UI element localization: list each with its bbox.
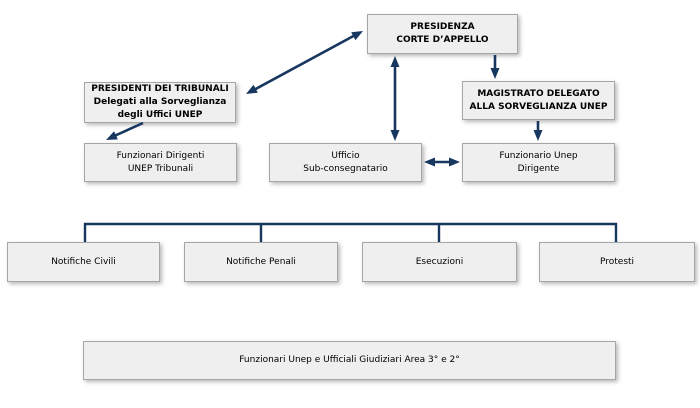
node-label: Funzionari Unep e Ufficiali Giudiziari A…	[239, 355, 460, 365]
node-funzionario-unep-dirigente: Funzionario Unep Dirigente	[462, 143, 615, 182]
node-label: MAGISTRATO DELEGATO	[477, 88, 600, 99]
arrow-ufficio-funzionario	[424, 157, 460, 167]
node-label: CORTE D’APPELLO	[396, 35, 489, 45]
arrow-presidenza-ufficio	[390, 56, 400, 141]
node-notifiche-civili: Notifiche Civili	[7, 242, 160, 282]
node-label: Ufficio	[331, 150, 360, 161]
arrow-presidenza-magistrato	[490, 55, 500, 79]
node-label: Funzionari Dirigenti	[116, 150, 205, 161]
node-esecuzioni: Esecuzioni	[362, 242, 517, 282]
node-presidenza-corte-appello: PRESIDENZA CORTE D’APPELLO	[367, 14, 518, 54]
arrow-presidenza-presidenti	[246, 31, 363, 94]
node-label: Dirigente	[517, 163, 560, 174]
node-notifiche-penali: Notifiche Penali	[184, 242, 338, 282]
connector-tree	[83, 222, 618, 242]
node-magistrato-delegato: MAGISTRATO DELEGATO ALLA SORVEGLIANZA UN…	[462, 81, 615, 120]
node-label: degli Uffici UNEP	[117, 110, 203, 120]
node-presidenti-dei-tribunali: PRESIDENTI DEI TRIBUNALI Delegati alla S…	[84, 82, 236, 123]
node-label: Protesti	[599, 256, 635, 267]
node-label: Delegati alla Sorveglianza	[93, 97, 227, 107]
node-label: PRESIDENTI DEI TRIBUNALI	[91, 84, 229, 94]
arrow-magistrato-funzionario	[533, 121, 543, 141]
arrow-presidenti-funzionari	[106, 121, 144, 140]
node-protesti: Protesti	[539, 242, 695, 282]
node-funzionari-unep-ufficiali-giudiziari: Funzionari Unep e Ufficiali Giudiziari A…	[83, 341, 616, 380]
node-label: UNEP Tribunali	[127, 163, 194, 174]
node-label: ALLA SORVEGLIANZA UNEP	[469, 101, 608, 112]
node-label: Sub-consegnatario	[303, 163, 388, 174]
node-label: PRESIDENZA	[410, 22, 475, 32]
node-label: Esecuzioni	[415, 256, 464, 267]
node-label: Funzionario Unep	[499, 150, 578, 161]
node-funzionari-dirigenti: Funzionari Dirigenti UNEP Tribunali	[84, 143, 237, 182]
node-label: Notifiche Civili	[51, 256, 116, 267]
node-label: Notifiche Penali	[226, 256, 296, 267]
node-ufficio-sub-consegnatario: Ufficio Sub-consegnatario	[269, 143, 422, 182]
